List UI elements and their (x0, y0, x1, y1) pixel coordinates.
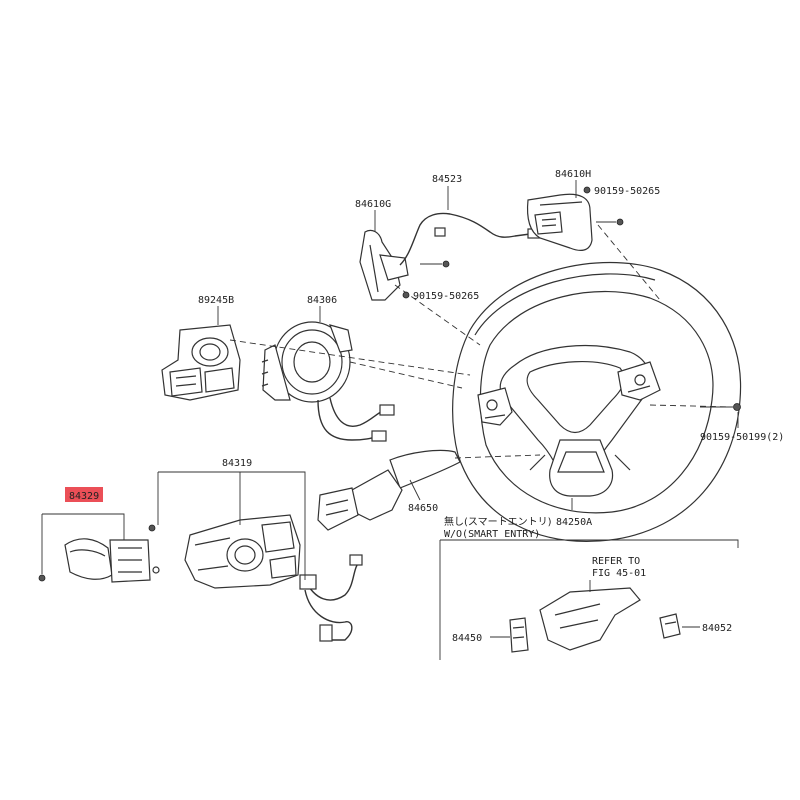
highlight-84329 (65, 487, 103, 502)
label-screw-mid: 90159-50265 (413, 291, 479, 302)
part-84450[interactable] (509, 617, 529, 653)
label-84610H: 84610H (555, 169, 591, 180)
label-84052: 84052 (702, 623, 732, 634)
label-84329: 84329 (69, 491, 99, 502)
label-84650: 84650 (408, 503, 438, 514)
label-smart-entry-jp: 無し(スマートエントリ) (444, 515, 552, 528)
ignition-switch-assembly[interactable] (539, 587, 641, 651)
screw-bullet-top (583, 186, 591, 194)
label-84450: 84450 (452, 633, 482, 644)
label-84250A: 84250A (556, 517, 592, 528)
wire-harness-84523[interactable] (399, 212, 541, 266)
turn-signal-switch-84329[interactable] (64, 538, 160, 583)
switch-assembly-84319[interactable] (184, 514, 301, 589)
screw-top[interactable] (596, 218, 624, 226)
screw-84329[interactable] (38, 574, 46, 582)
label-refer-to: REFER TO (592, 556, 640, 567)
screw-right[interactable] (700, 403, 741, 411)
label-fig-ref: FIG 45-01 (592, 568, 646, 579)
screw-mid[interactable] (420, 260, 450, 268)
steering-wheel-84250A[interactable] (452, 261, 742, 542)
label-84523: 84523 (432, 174, 462, 185)
label-84610G: 84610G (355, 199, 391, 210)
paddle-switch-84610H[interactable] (526, 193, 593, 251)
label-84306: 84306 (307, 295, 337, 306)
wiper-switch-84650[interactable] (317, 449, 461, 531)
steering-sensor-89245B[interactable] (161, 324, 241, 401)
screw-84319[interactable] (148, 524, 156, 532)
screw-bullet-mid (402, 291, 410, 299)
label-screw-top: 90159-50265 (594, 186, 660, 197)
part-84052[interactable] (659, 613, 681, 639)
label-screw-right: 90159-50199(2) (700, 432, 784, 443)
wire-harness-lower[interactable] (299, 554, 363, 642)
label-84319: 84319 (222, 458, 252, 469)
leader-lines (41, 180, 739, 660)
label-89245B: 89245B (198, 295, 234, 306)
spiral-cable-84306[interactable] (261, 321, 395, 442)
label-smart-entry-en: W/O(SMART ENTRY) (444, 529, 540, 540)
paddle-switch-84610G[interactable] (359, 229, 409, 301)
assembly-dash-lines (229, 224, 734, 459)
